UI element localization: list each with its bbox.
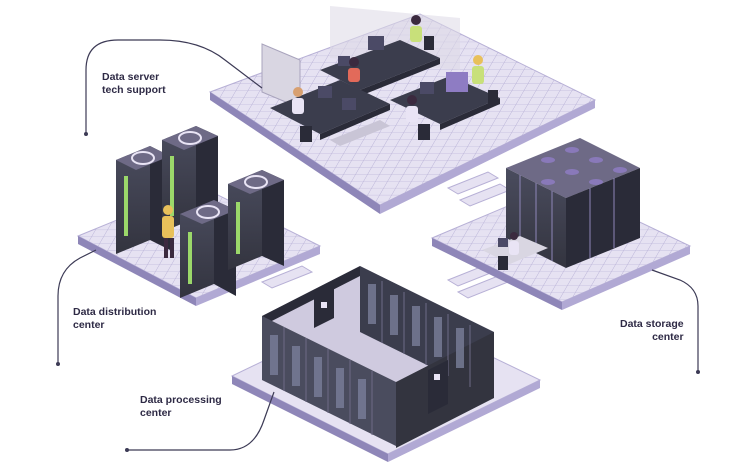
connector-storage [651,269,699,372]
label-processing-line-2: center [140,407,172,419]
monitor-icon [318,36,468,110]
connector-distribution [57,249,97,364]
rack-led-strips [124,156,240,284]
label-tech-support-line-2: tech support [102,84,166,96]
label-distribution: Data distribution center [73,306,156,332]
person-icon [292,15,484,122]
distribution-platform [76,126,322,306]
tech-support-platform [208,6,597,214]
storage-unit-tops [541,147,627,185]
rack-led-dots [270,284,464,419]
office-chair [498,256,508,270]
door-icon [428,360,448,414]
person-icon [162,205,174,258]
monitor-icon [498,238,508,247]
label-storage-line-2: center [652,331,684,343]
rack-panels [283,281,471,435]
label-storage: Data storage center [620,318,684,344]
office-chairs [300,36,498,142]
storage-rack-grooves [519,175,615,261]
connector-tech-support [85,39,263,134]
storage-platform [430,138,692,310]
label-processing-line-1: Data processing [140,394,222,406]
label-connectors [57,39,699,451]
fan-icon [131,131,268,219]
processing-platform [230,266,542,462]
label-tech-support: Data server tech support [102,71,166,97]
label-processing: Data processing center [140,394,222,420]
label-storage-line-1: Data storage [620,318,684,330]
person-icon [509,232,519,255]
label-distribution-line-1: Data distribution [73,306,157,318]
connector-processing [127,391,275,451]
label-tech-support-line-1: Data server [102,71,160,83]
label-distribution-line-2: center [73,319,105,331]
connector-endpoints [56,132,700,452]
